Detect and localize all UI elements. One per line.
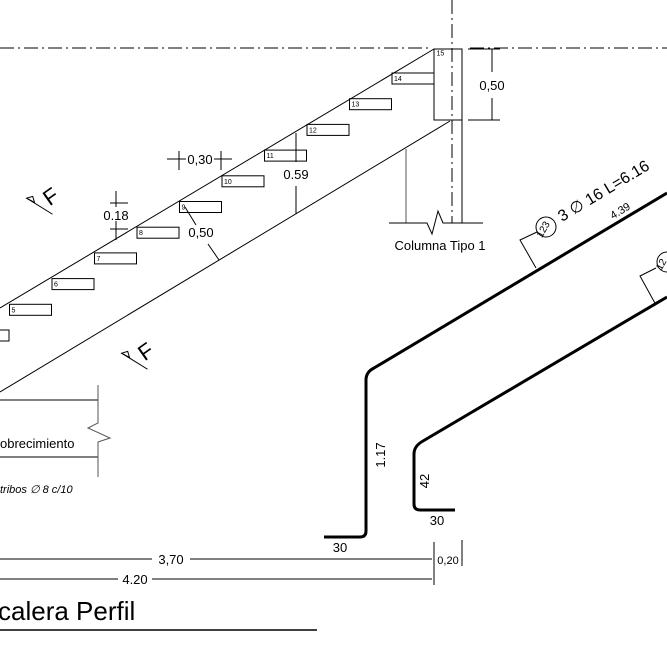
step-number: 10 [224, 179, 232, 186]
step-box [179, 201, 222, 213]
step-13: 13 [349, 98, 392, 111]
step-box [136, 226, 180, 239]
step-7: 7 [94, 252, 137, 265]
rebar-123 [324, 191, 667, 539]
column-beam [433, 48, 463, 121]
step-9: 9 [179, 201, 222, 213]
rebar-vertical-length: 1.17 [373, 442, 388, 467]
step-number: 11 [267, 153, 274, 160]
step-box [9, 303, 52, 316]
step-number: 14 [394, 76, 402, 83]
riser-dim: 0.18 [103, 208, 128, 223]
rebar-2 [412, 295, 667, 512]
tread-dim: 0,30 [187, 152, 212, 167]
steps-group: 4 5 6 7 8 9 10 11 12 13 14 15 [0, 50, 445, 342]
column-height-dim: 0,50 [479, 78, 504, 93]
step-12: 12 [306, 123, 350, 136]
cover-label: obrecimiento [0, 436, 74, 451]
step-8: 8 [136, 226, 180, 239]
step-box [0, 329, 10, 342]
rebar2-vertical-length: 42 [417, 474, 432, 488]
label-bg [104, 207, 130, 221]
step-5: 5 [9, 303, 52, 316]
vertical-thickness-dim: 0.59 [283, 167, 308, 182]
column-width-dim: 0,20 [437, 555, 458, 567]
step-box [391, 72, 435, 85]
slab-dim-line [184, 206, 197, 226]
section-mark-upper: F [25, 182, 63, 215]
step-number: 5 [12, 307, 16, 314]
slab-thickness-dim: 0,50 [188, 225, 213, 240]
step-box [264, 149, 307, 162]
rebar2-mark: 12 [654, 257, 667, 273]
rebar2-hook-length: 30 [430, 513, 444, 528]
stirrups-label: tribos ∅ 8 c/10 [0, 484, 73, 496]
rebar-spec: 3 ∅ 16 L=6.16 [555, 158, 652, 226]
rebar-hook-length: 30 [333, 540, 347, 555]
rebar-sloped-length: 4.39 [608, 201, 633, 222]
step-15: 15 [437, 50, 445, 57]
span-370: 3,70 [158, 552, 183, 567]
stair-top-line [0, 48, 435, 309]
step-box [51, 278, 95, 291]
stair-bottom-line [0, 120, 451, 393]
step-number: 12 [309, 127, 317, 134]
slab-dim-line [207, 243, 220, 261]
rebar2-mark-circle [656, 251, 667, 273]
label-bg [186, 152, 214, 164]
step-11: 11 [264, 149, 307, 162]
step-number: 9 [182, 205, 186, 212]
step-14: 14 [391, 72, 435, 85]
rebar-mark-circle [535, 216, 557, 238]
step-10: 10 [221, 175, 265, 188]
step-box [94, 252, 137, 265]
section-mark-lower: F [120, 337, 158, 370]
step-box [306, 123, 350, 136]
step-4: 4 [0, 329, 10, 342]
column-label: Columna Tipo 1 [394, 238, 485, 253]
step-number: 13 [352, 102, 360, 109]
step-number: 6 [54, 282, 58, 289]
cover-break-line [86, 385, 112, 477]
step-number: 7 [97, 256, 101, 263]
step-number: 15 [437, 50, 445, 57]
rebar2-leader [639, 267, 657, 306]
step-box [221, 175, 265, 188]
drawing-title: calera Perfil [0, 596, 135, 626]
svg-text:F: F [133, 337, 158, 365]
svg-text:F: F [38, 182, 63, 210]
step-number: 8 [139, 230, 143, 237]
span-420: 4.20 [122, 572, 147, 587]
break-line [389, 209, 483, 236]
step-6: 6 [51, 278, 95, 291]
rebar-leader [519, 231, 538, 269]
step-box [349, 98, 392, 111]
